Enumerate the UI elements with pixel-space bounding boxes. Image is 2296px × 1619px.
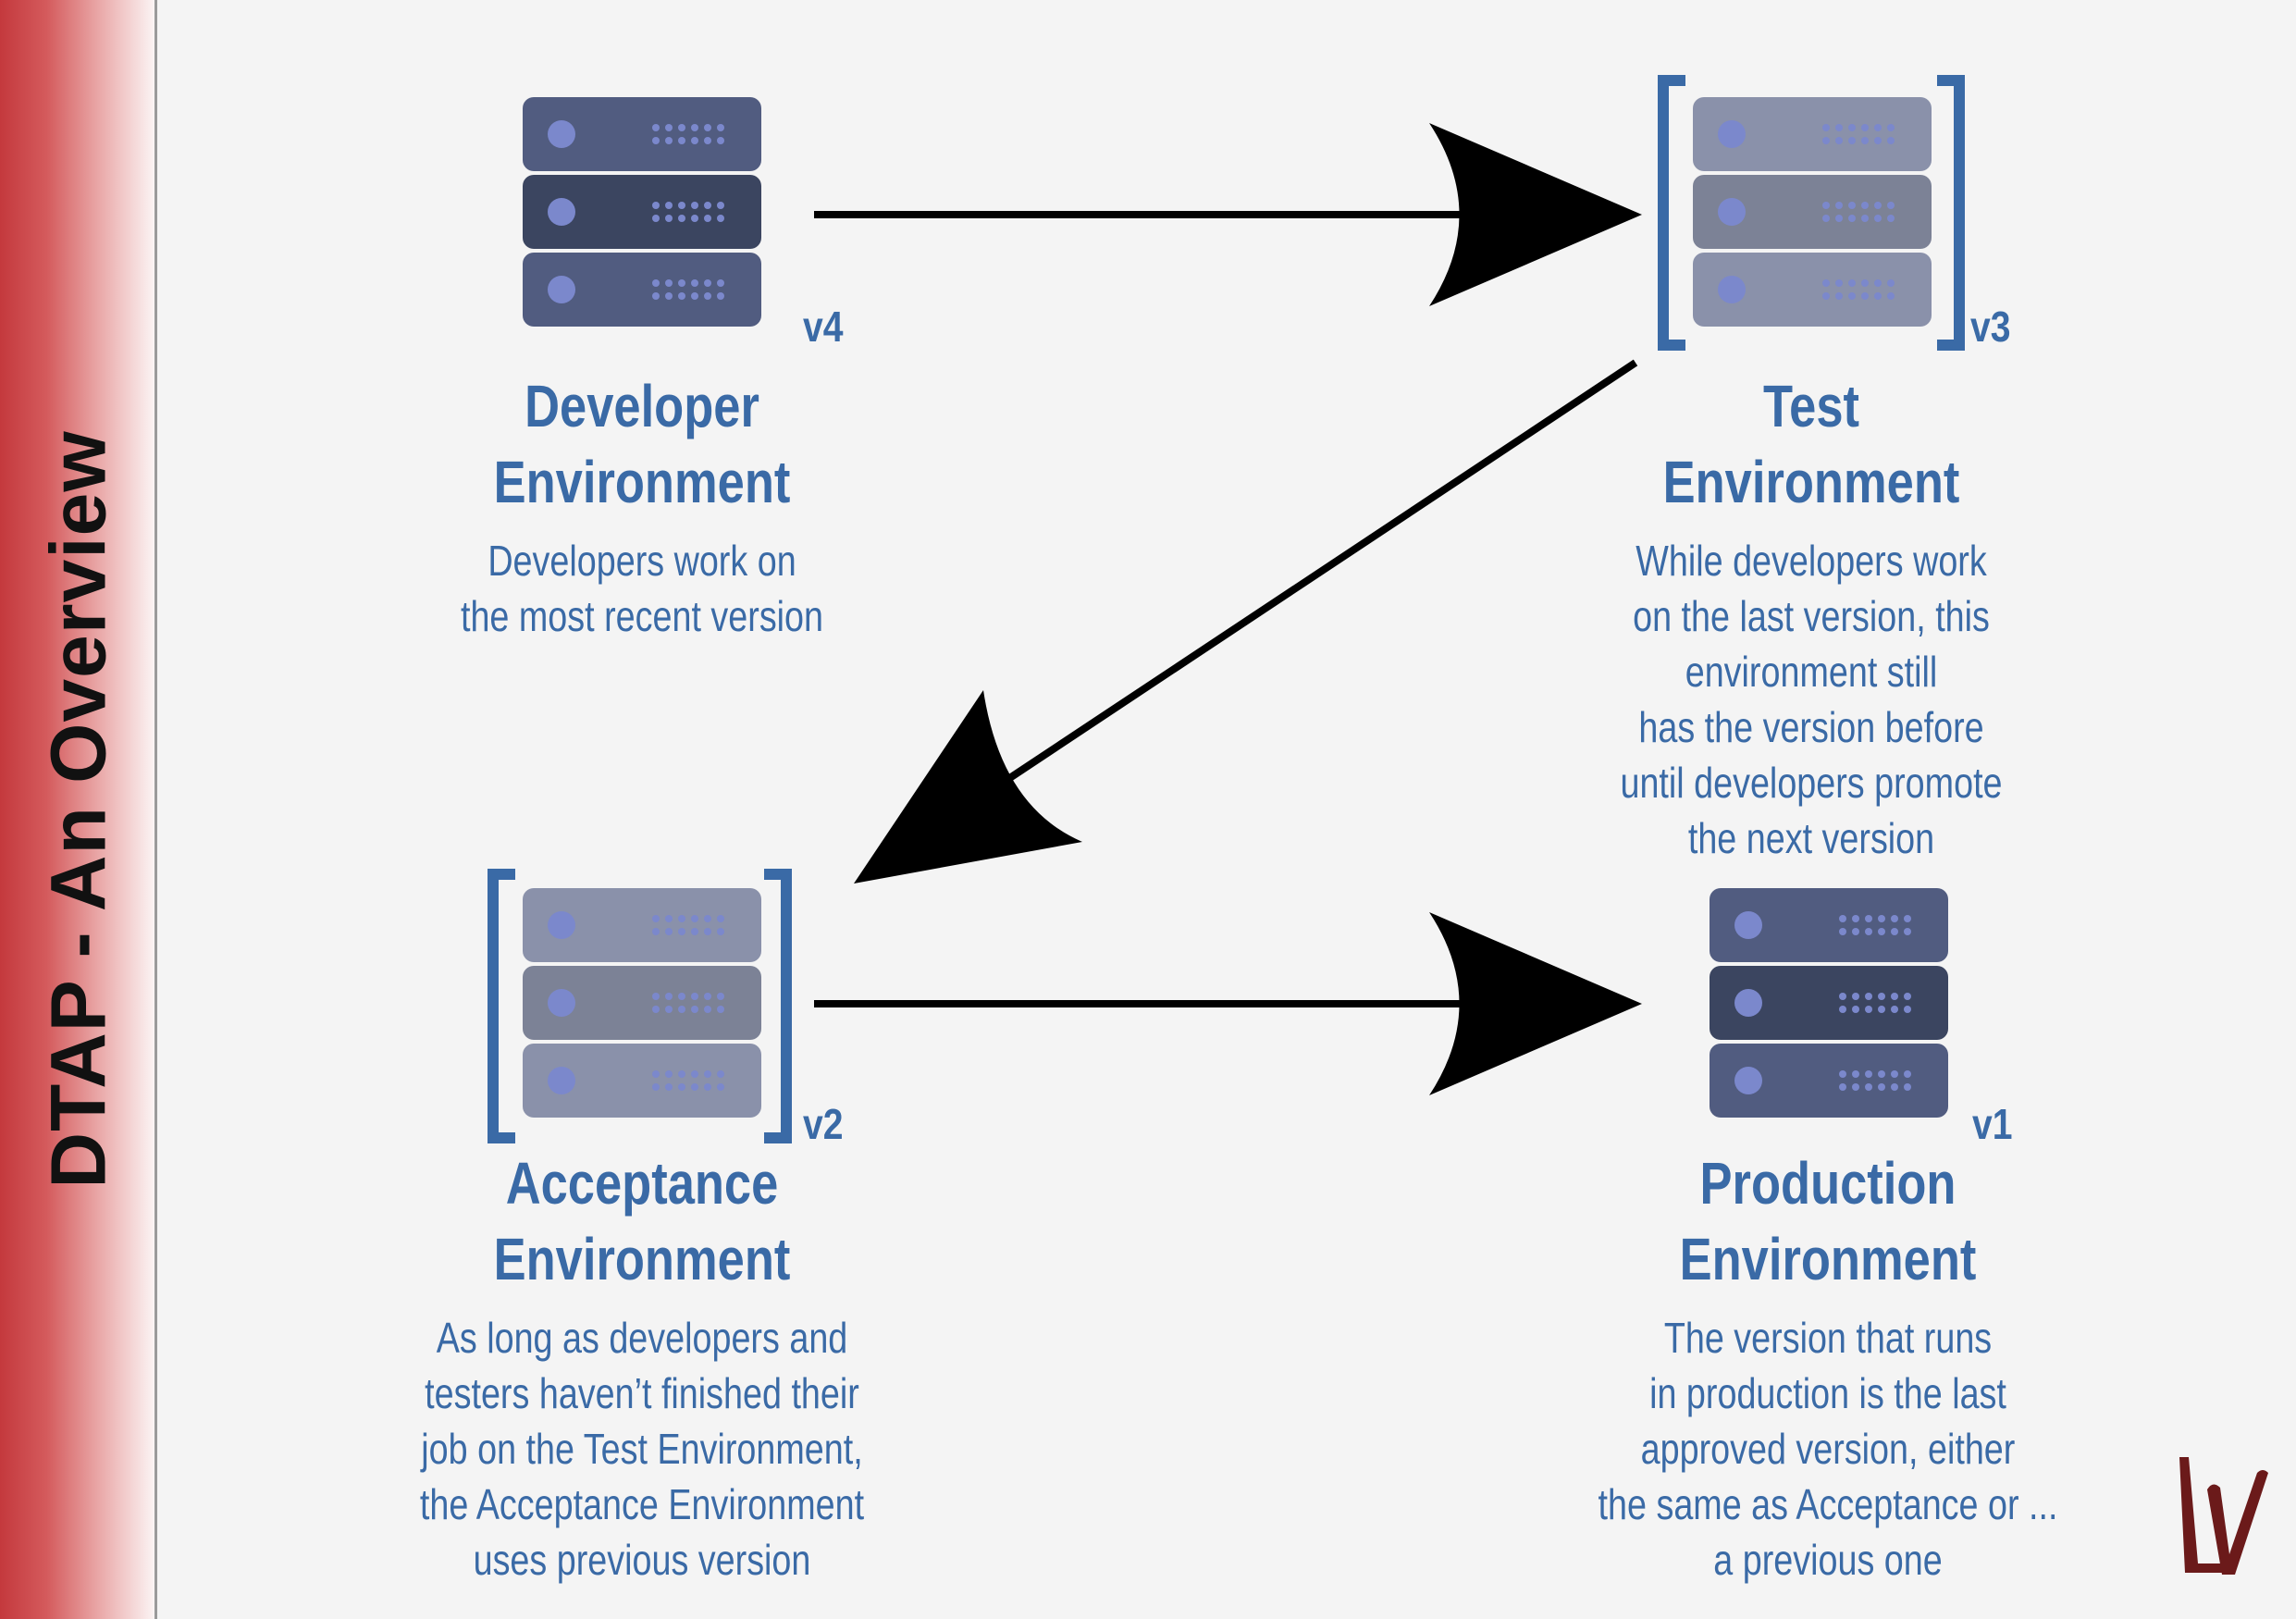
developer-server-icon	[523, 97, 761, 327]
logo-icon	[2179, 1457, 2268, 1575]
arrow-test-to-acceptance	[854, 359, 1638, 884]
sidebar: DTAP - An Overview	[0, 0, 157, 1619]
test-title: Test Environment	[1662, 373, 1960, 515]
developer-environment: Developer Environment Developers work on…	[364, 368, 920, 644]
production-server-icon	[1710, 888, 1948, 1118]
test-environment: Test Environment While developers work o…	[1534, 368, 2089, 866]
acceptance-title: Acceptance Environment	[493, 1150, 791, 1292]
developer-description: Developers work on the most recent versi…	[460, 537, 824, 640]
production-environment: Production Environment The version that …	[1504, 1145, 2152, 1588]
acceptance-environment: Acceptance Environment As long as develo…	[318, 1145, 966, 1588]
acceptance-server-icon	[488, 869, 792, 1143]
production-version-label: v1	[1972, 1100, 2013, 1148]
acceptance-description: As long as developers and testers haven’…	[419, 1314, 865, 1584]
production-title: Production Environment	[1679, 1150, 1977, 1292]
test-description: While developers work on the last versio…	[1620, 537, 2003, 862]
acceptance-version-label: v2	[803, 1100, 844, 1148]
developer-version-label: v4	[803, 303, 844, 351]
arrow-acceptance-to-production	[814, 912, 1642, 1095]
arrow-dev-to-test	[814, 123, 1642, 306]
production-description: The version that runs in production is t…	[1598, 1314, 2058, 1584]
test-version-label: v3	[1970, 303, 2011, 351]
developer-title: Developer Environment	[493, 373, 791, 515]
test-server-icon	[1658, 75, 1965, 351]
